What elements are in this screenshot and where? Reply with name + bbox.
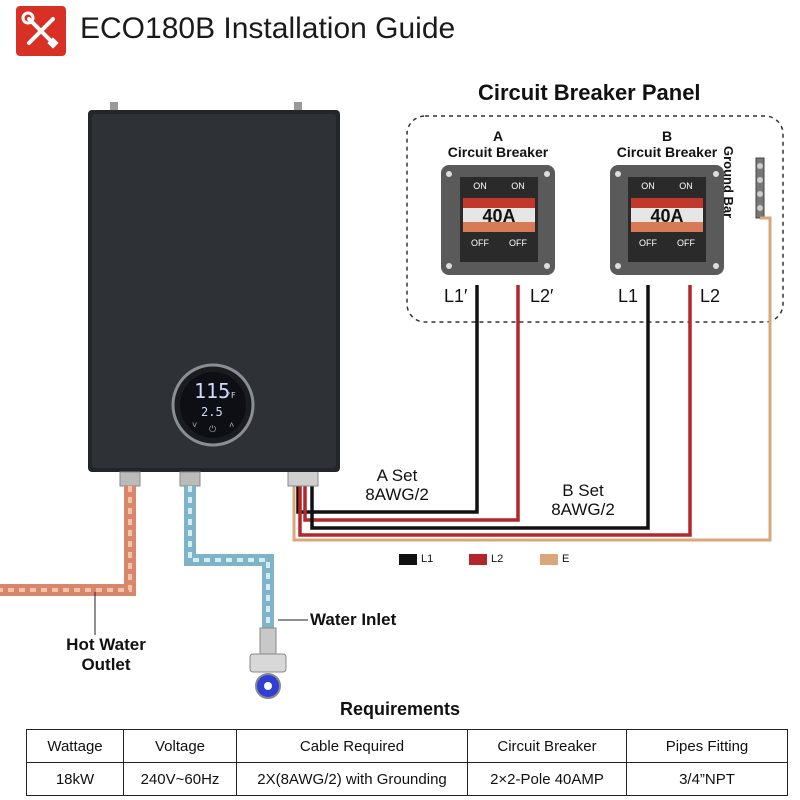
wire-b-l1 — [310, 285, 650, 530]
b-set-label: B Set 8AWG/2 — [538, 481, 628, 519]
breaker-a-title: A Circuit Breaker — [428, 128, 568, 160]
panel-outline — [406, 115, 784, 323]
line-label-l1-prime: L1′ — [444, 286, 468, 306]
value-cable: 2X(8AWG/2) with Grounding — [236, 762, 468, 796]
svg-text:˄: ˄ — [229, 420, 234, 430]
ground-bar-label: Ground Bar — [721, 146, 736, 219]
legend-label-e: E — [562, 553, 570, 565]
breaker-b-letter: B — [661, 128, 673, 144]
svg-text:˅: ˅ — [192, 420, 197, 430]
water-inlet-hose — [184, 486, 274, 628]
b-set-line1: B Set — [562, 481, 604, 500]
line-label-l2-prime: L2′ — [530, 286, 554, 306]
wire-a-l2 — [303, 285, 520, 522]
breaker-b-on-right: ON — [679, 181, 693, 191]
display-main-temp: 115 — [194, 379, 230, 403]
breaker-a-rating: 40A — [482, 206, 516, 226]
value-pipes: 3/4”NPT — [626, 762, 788, 796]
b-set-line2: 8AWG/2 — [551, 500, 615, 519]
line-label-l1: L1 — [618, 286, 639, 306]
a-set-label: A Set 8AWG/2 — [352, 466, 442, 504]
breaker-a-label: Circuit Breaker — [447, 144, 549, 160]
water-heater-graphic: 115 °F 2.5 ˅ ⏻ ˄ — [88, 102, 340, 472]
table-value-row: 18kW 240V~60Hz 2X(8AWG/2) with Grounding… — [26, 762, 788, 796]
hot-water-hose — [0, 486, 136, 596]
requirements-title: Requirements — [339, 699, 461, 719]
wire-b-l2 — [298, 285, 692, 537]
line-label-l2: L2 — [700, 286, 721, 306]
water-inlet-label: Water Inlet — [310, 610, 397, 629]
breaker-b-rating: 40A — [650, 206, 684, 226]
a-set-line2: 8AWG/2 — [365, 485, 429, 504]
hot-water-outlet-label: Hot Water Outlet — [58, 635, 154, 675]
legend-swatch-l1 — [399, 554, 417, 565]
breaker-a-graphic — [441, 165, 555, 275]
wire-ground — [292, 216, 772, 542]
breaker-b-label: Circuit Breaker — [616, 144, 718, 160]
display-unit: °F — [226, 391, 236, 400]
header-pipes: Pipes Fitting — [626, 729, 788, 763]
tools-icon — [16, 6, 66, 56]
breaker-a-off-right: OFF — [509, 238, 527, 248]
cable-gland — [287, 469, 319, 487]
wire-a-l1 — [296, 285, 479, 514]
breaker-b-title: B Circuit Breaker — [597, 128, 737, 160]
requirements-table: Wattage Voltage Cable Required Circuit B… — [26, 729, 788, 796]
value-breaker: 2×2-Pole 40AMP — [467, 762, 627, 796]
breaker-b-graphic — [610, 165, 724, 275]
ground-bar-graphic — [755, 157, 765, 219]
legend-label-l2: L2 — [491, 553, 504, 565]
breaker-b-on-left: ON — [641, 181, 655, 191]
power-icon: ⏻ — [209, 424, 216, 434]
display-sub-value: 2.5 — [201, 405, 223, 419]
legend-swatch-e — [540, 554, 558, 565]
inlet-valve-graphic — [249, 627, 287, 699]
header-voltage: Voltage — [123, 729, 237, 763]
panel-title: Circuit Breaker Panel — [478, 80, 701, 105]
a-set-line1: A Set — [376, 466, 418, 485]
value-voltage: 240V~60Hz — [123, 762, 237, 796]
page-title: ECO180B Installation Guide — [80, 12, 456, 45]
breaker-a-on-left: ON — [473, 181, 487, 191]
legend-swatch-l2 — [469, 554, 487, 565]
breaker-a-letter: A — [492, 128, 504, 144]
breaker-a-off-left: OFF — [471, 238, 489, 248]
table-header-row: Wattage Voltage Cable Required Circuit B… — [26, 729, 788, 763]
hot-water-line2: Outlet — [81, 655, 131, 674]
hot-water-line1: Hot Water — [66, 635, 146, 654]
breaker-b-off-left: OFF — [639, 238, 657, 248]
header-cable: Cable Required — [236, 729, 468, 763]
breaker-b-off-right: OFF — [677, 238, 695, 248]
header-wattage: Wattage — [26, 729, 124, 763]
breaker-a-on-right: ON — [511, 181, 525, 191]
header-breaker: Circuit Breaker — [467, 729, 627, 763]
value-wattage: 18kW — [26, 762, 124, 796]
legend-label-l1: L1 — [421, 553, 434, 565]
